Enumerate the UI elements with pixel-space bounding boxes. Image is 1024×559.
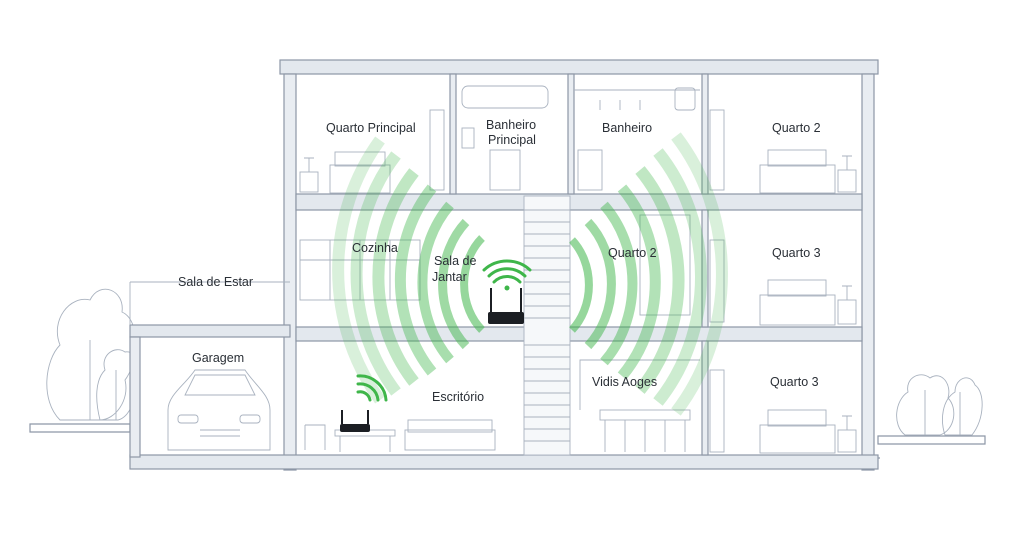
- furniture-line-art: [129, 85, 857, 454]
- wifi-router-icon: [356, 374, 388, 402]
- label-quarto-2-mid: Quarto 2: [608, 246, 657, 260]
- wifi-router-main: [482, 259, 532, 324]
- label-banheiro-principal-line2: Principal: [488, 133, 536, 147]
- label-vidis-aoges: Vidis Aoges: [592, 375, 657, 389]
- wifi-router-secondary: [340, 374, 388, 432]
- tree-left-group: [46, 288, 138, 421]
- wifi-signal-right: [569, 132, 728, 416]
- label-garagem: Garagem: [192, 351, 244, 365]
- label-escritorio: Escritório: [432, 390, 484, 404]
- label-quarto-3-mid: Quarto 3: [772, 246, 821, 260]
- label-quarto-3-bottom: Quarto 3: [770, 375, 819, 389]
- room-labels: Quarto Principal Banheiro Principal Banh…: [178, 118, 821, 404]
- label-sala-jantar-line2: Jantar: [432, 270, 467, 284]
- wifi-router-icon: [482, 259, 532, 291]
- ground: [29, 423, 986, 459]
- wifi-signal-left: [332, 136, 485, 404]
- tree-right-group: [896, 374, 983, 436]
- label-cozinha: Cozinha: [352, 241, 398, 255]
- label-banheiro: Banheiro: [602, 121, 652, 135]
- label-banheiro-principal-line1: Banheiro: [486, 118, 536, 132]
- label-quarto-2-top: Quarto 2: [772, 121, 821, 135]
- building-structure: [129, 59, 879, 471]
- staircase: [523, 195, 571, 456]
- label-sala-jantar-line1: Sala de: [434, 254, 476, 268]
- label-quarto-principal: Quarto Principal: [326, 121, 416, 135]
- label-sala-de-estar: Sala de Estar: [178, 275, 253, 289]
